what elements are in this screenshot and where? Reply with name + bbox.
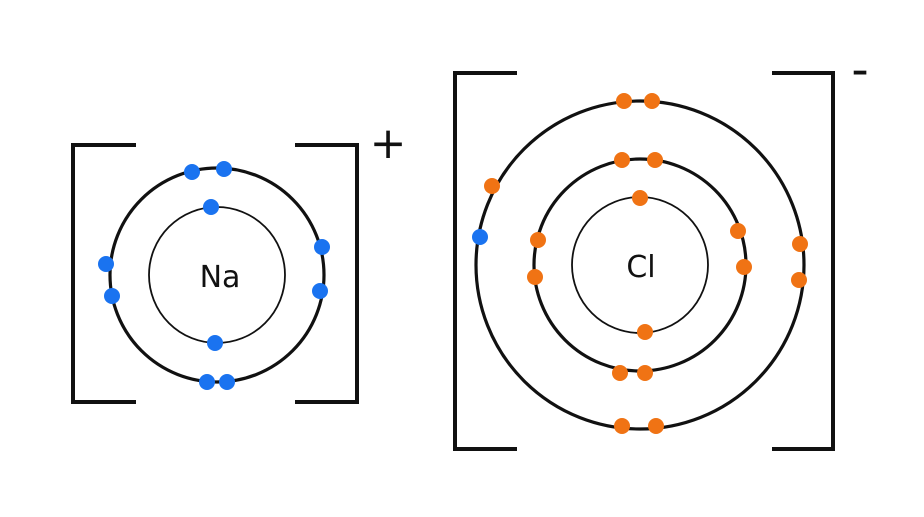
chlorine-electron xyxy=(614,418,630,434)
chlorine-electron xyxy=(791,272,807,288)
sodium-electrons xyxy=(98,161,330,390)
chlorine-electrons xyxy=(472,93,808,434)
sodium-electron xyxy=(207,335,223,351)
sodium-electron xyxy=(98,256,114,272)
sodium-right-bracket xyxy=(295,143,359,404)
chlorine-electron xyxy=(644,93,660,109)
sodium-electron xyxy=(314,239,330,255)
sodium-charge: + xyxy=(370,118,407,169)
chlorine-electron xyxy=(730,223,746,239)
chlorine-left-bracket xyxy=(453,71,517,451)
chlorine-electron xyxy=(612,365,628,381)
sodium-electron xyxy=(203,199,219,215)
chlorine-electron xyxy=(616,93,632,109)
chlorine-right-bracket xyxy=(772,71,835,451)
chlorine-charge: - xyxy=(851,42,868,98)
chlorine-electron xyxy=(637,324,653,340)
chlorine-electron xyxy=(530,232,546,248)
chlorine-electron xyxy=(614,152,630,168)
chlorine-electron xyxy=(792,236,808,252)
chlorine-symbol: Cl xyxy=(626,250,655,285)
sodium-electron xyxy=(219,374,235,390)
chlorine-electron xyxy=(736,259,752,275)
chlorine-third-shell xyxy=(474,99,806,431)
sodium-ion: Na + xyxy=(71,118,407,404)
chlorine-electron xyxy=(484,178,500,194)
sodium-electron xyxy=(312,283,328,299)
sodium-electron xyxy=(184,164,200,180)
chlorine-electron xyxy=(527,269,543,285)
chlorine-electron xyxy=(637,365,653,381)
transferred-electron xyxy=(472,229,488,245)
chlorine-electron xyxy=(647,152,663,168)
sodium-electron xyxy=(104,288,120,304)
sodium-electron xyxy=(199,374,215,390)
chloride-ion: Cl - xyxy=(453,42,869,451)
chlorine-electron xyxy=(632,190,648,206)
sodium-symbol: Na xyxy=(200,260,241,295)
sodium-electron xyxy=(216,161,232,177)
chlorine-electron xyxy=(648,418,664,434)
sodium-left-bracket xyxy=(71,143,136,404)
